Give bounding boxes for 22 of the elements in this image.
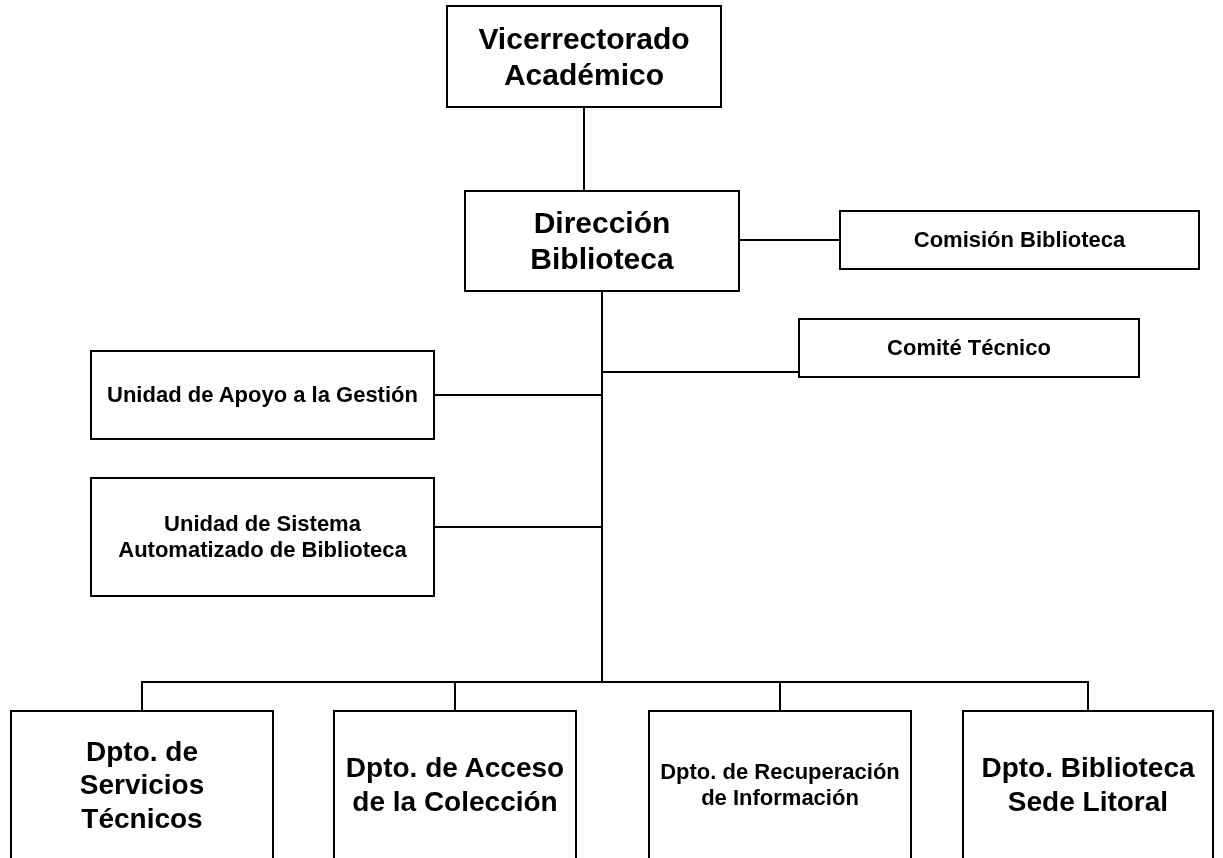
connector-line [583,107,585,191]
unit-name: Unidad de Sistema Automatizado de Biblioteca [117,510,408,564]
unit-name: Dpto. de Servicios Técnicos [78,734,206,836]
unit-name: Comisión Biblioteca [913,226,1126,254]
unit-name: Dpto. de Recuperación de Información [659,758,901,812]
org-box [90,350,435,440]
unit-name: Unidad de Apoyo a la Gestión [107,381,418,409]
org-box [648,710,912,858]
org-box [446,5,722,108]
org-box [90,477,435,597]
unit-name: Comité Técnico [887,334,1051,362]
org-box [839,210,1200,270]
connector-line [739,239,840,241]
org-box [798,318,1140,378]
unit-name: Vicerrectorado Académico [477,20,691,93]
org-box [10,710,274,858]
org-box [962,710,1214,858]
unit-name: Dirección Biblioteca [529,205,675,277]
org-box [333,710,577,858]
unit-name: Dpto. de Acceso de la Colección [344,751,566,819]
org-box [464,190,740,292]
unit-name: Dpto. Biblioteca Sede Litoral [980,751,1196,819]
